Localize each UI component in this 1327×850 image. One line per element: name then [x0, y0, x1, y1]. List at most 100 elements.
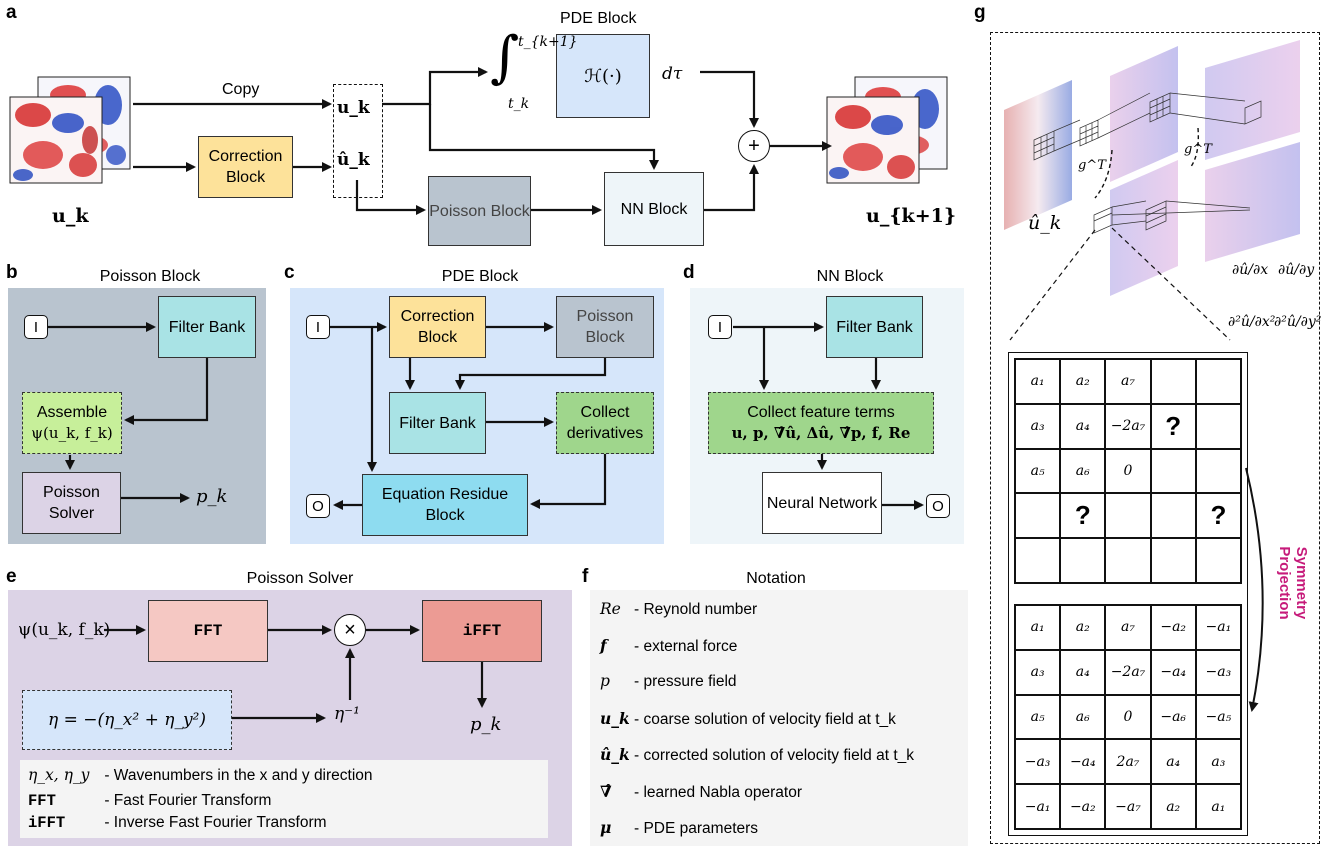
legend-row-2: iFFT - Inverse Fast Fourier Transform	[28, 814, 327, 832]
kernel-cell: 2a₇	[1105, 739, 1151, 785]
poisson-solver-b: Poisson Solver	[22, 472, 121, 534]
notation-row: û_k- corrected solution of velocity fiel…	[600, 745, 914, 765]
u-hat-k-state: û_k	[337, 150, 370, 170]
kernel-cell: −a₁	[1015, 784, 1061, 829]
eta-definition: η = −(η_x² + η_y²)	[48, 709, 206, 730]
panel-e-arrows	[104, 625, 487, 723]
symmetry-projection-label: Symmetry Projection	[1276, 546, 1310, 620]
panel-b-letter: b	[6, 262, 18, 283]
kernel-cell: 0	[1105, 694, 1151, 740]
panel-d-input: I	[708, 315, 732, 339]
neural-network-box: Neural Network	[762, 472, 882, 534]
kernel-cell: a₄	[1060, 649, 1106, 695]
kernel-cell: −a₂	[1060, 784, 1106, 829]
kernel-cell: −a₃	[1015, 739, 1061, 785]
panel-c-input: I	[306, 315, 330, 339]
legend-symbol-0: η_x, η_y	[28, 766, 90, 784]
eta-definition-box: η = −(η_x² + η_y²)	[22, 690, 232, 750]
panel-b-output: p_k	[196, 486, 228, 507]
kernel-cell	[1150, 359, 1196, 404]
panel-g-frame	[990, 32, 1320, 844]
notation-text: - coarse solution of velocity field at t…	[634, 711, 896, 728]
correction-block-c: Correction Block	[389, 296, 486, 358]
legend-symbol-1: FFT	[28, 792, 56, 810]
panel-c-title: PDE Block	[441, 268, 519, 285]
equation-residue-box: Equation Residue Block	[362, 474, 528, 536]
symmetry-arrow	[1245, 467, 1264, 712]
kernel-cell	[1060, 538, 1106, 583]
ifft-box: iFFT	[422, 600, 542, 662]
kernel-cell: a₃	[1015, 403, 1061, 449]
gT-label-1: g^T	[1078, 158, 1106, 173]
legend-text-0: - Wavenumbers in the x and y direction	[104, 767, 373, 784]
u-k-state: u_k	[337, 98, 370, 118]
operator-symbol: ℋ(·)	[584, 65, 622, 87]
notation-text: - pressure field	[634, 673, 737, 690]
multiply-node: ×	[334, 614, 366, 646]
kernel-cell: a₁	[1195, 784, 1241, 829]
panel-a-letter: a	[6, 2, 17, 23]
kernel-cell	[1015, 538, 1061, 583]
kernel-cell: a₇	[1105, 605, 1151, 650]
notation-row: u_k- coarse solution of velocity field a…	[600, 709, 896, 729]
output-field-image	[826, 76, 948, 184]
collect-derivatives-box: Collect derivatives	[556, 392, 654, 454]
kernel-cell	[1195, 538, 1241, 583]
panel-b-title: Poisson Block	[99, 268, 201, 285]
notation-text: - PDE parameters	[634, 820, 759, 837]
kernel-cell: −a₃	[1195, 649, 1241, 695]
legend-text-2: - Inverse Fast Fourier Transform	[104, 814, 327, 831]
kernel-cell	[1195, 403, 1241, 449]
dtau-label: dτ	[662, 64, 683, 84]
kernel-cell	[1105, 538, 1151, 583]
panel-e-input: ψ(u_k, f_k)	[18, 620, 111, 640]
feature-stack-illustration	[1004, 40, 1300, 341]
kernel-cell: a₆	[1060, 694, 1106, 740]
kernel-cell	[1150, 493, 1196, 539]
kernel-cell: a₄	[1150, 739, 1196, 785]
panel-d-letter: d	[683, 262, 695, 283]
kernel-cell: a₇	[1105, 359, 1151, 404]
kernel-cell: ?	[1060, 493, 1106, 539]
kernel-cell: a₂	[1060, 605, 1106, 650]
notation-row: Re- Reynold number	[600, 600, 757, 619]
integral-sign: ∫	[490, 25, 520, 90]
notation-symbol: û_k	[600, 745, 630, 764]
notation-text: - Reynold number	[634, 601, 758, 618]
copy-label: Copy	[222, 81, 260, 98]
kernel-cell: a₁	[1015, 605, 1061, 650]
operator-box: ℋ(·)	[556, 34, 650, 118]
panel-a-arrows	[133, 67, 832, 215]
kernel-cell	[1150, 448, 1196, 494]
panel-b-arrows	[48, 322, 209, 503]
kernel-outer-box	[1008, 352, 1248, 836]
kernel-cell: a₄	[1060, 403, 1106, 449]
kernel-cell: −a₇	[1105, 784, 1151, 829]
collect-feature-box: Collect feature terms u, p, ∇̂û, Δû, ∇̂p…	[708, 392, 934, 454]
kernel-cell: a₆	[1060, 448, 1106, 494]
kernel-cell: ?	[1195, 493, 1241, 539]
u-k1-label: u_{k+1}	[866, 205, 957, 227]
legend-symbol-2: iFFT	[28, 814, 66, 832]
kernel-cell	[1015, 493, 1061, 539]
panel-c-output: O	[306, 494, 330, 518]
panel-b-input: I	[24, 315, 48, 339]
kernel-cell: −a₂	[1150, 605, 1196, 650]
derivative-dx: ∂û/∂x	[1232, 262, 1269, 278]
kernel-cell: a₁	[1015, 359, 1061, 404]
filter-bank-c: Filter Bank	[389, 392, 486, 454]
panel-e-output: p_k	[470, 714, 502, 735]
legend-row-1: FFT - Fast Fourier Transform	[28, 792, 271, 810]
kernel-cell	[1195, 448, 1241, 494]
correction-block-a: Correction Block	[198, 136, 293, 198]
notation-row: p- pressure field	[600, 672, 737, 691]
panel-d-arrows	[733, 322, 924, 510]
panel-f-background	[590, 590, 968, 846]
poisson-block-c: Poisson Block	[556, 296, 654, 358]
pde-block-title-a: PDE Block	[560, 10, 637, 27]
filter-bank-d: Filter Bank	[826, 296, 923, 358]
integral-upper: t_{k+1}	[518, 34, 578, 50]
kernel-cell: a₃	[1195, 739, 1241, 785]
kernel-cell: ?	[1150, 403, 1196, 449]
notation-symbol: μ	[600, 818, 612, 837]
